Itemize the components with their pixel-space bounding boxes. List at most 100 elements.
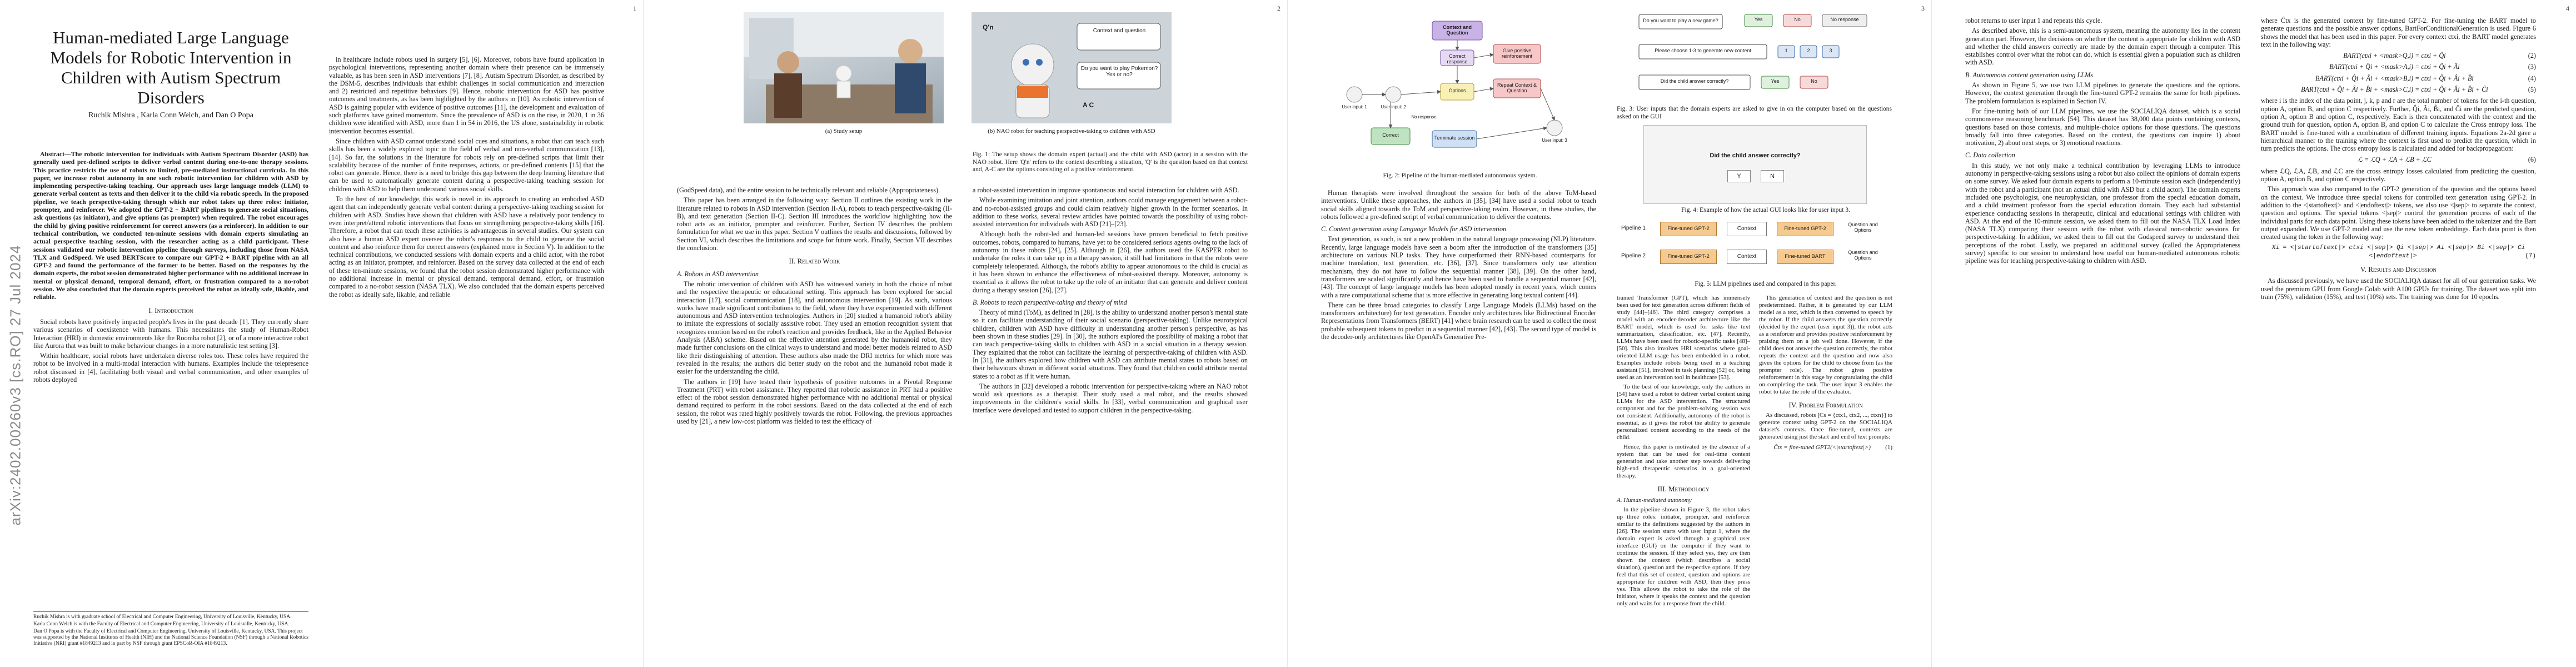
problem-heading: IV. Problem Formulation — [1788, 401, 1863, 409]
intro-paragraph: Social robots have positively impacted p… — [33, 317, 308, 350]
body-paragraph: The robotic intervention of children wit… — [677, 280, 952, 376]
equation-number: (6) — [2528, 156, 2536, 164]
page3-far-right-column: This generation of context and the quest… — [1759, 295, 1892, 455]
gui-yes[interactable]: Yes — [1754, 17, 1763, 22]
speech-bubble-top: Context and question — [1093, 28, 1146, 34]
equation-number: (2) — [2528, 52, 2536, 60]
pipeline-1-label: Pipeline 1 — [1621, 225, 1646, 231]
gui-y-button[interactable]: Y — [1727, 170, 1751, 182]
figure-3-user-inputs: Do you want to play a new game? Yes No N… — [1617, 11, 1892, 100]
body-paragraph: For fine-tuning both of our LLM pipeline… — [1965, 107, 2240, 147]
pipeline-1-output: Question and Options — [1848, 222, 1878, 233]
gui-option-1[interactable]: 1 — [1785, 48, 1788, 53]
label-options: A C — [1083, 101, 1094, 109]
page-2: 2 (a) Study setup — [644, 0, 1288, 667]
gui-question-1: Do you want to play a new game? — [1643, 18, 1718, 23]
pipeline-2-gpt2: Fine-tuned GPT-2 — [1660, 250, 1717, 264]
pipeline-1-gpt2: Fine-tuned GPT-2 — [1660, 222, 1717, 236]
body-paragraph: The authors in [19] have tested their hy… — [677, 377, 952, 426]
equation-7: Xi = <|startoftext|> ctxi <|sep|> Qi <|s… — [2261, 244, 2536, 260]
page-number: 1 — [633, 4, 636, 12]
body-paragraph: (GodSpeed data), and the entire session … — [677, 186, 940, 194]
arxiv-id: arXiv:2402.00260v3 [cs.RO] 27 Jul 2024 — [7, 245, 24, 526]
body-paragraph: As discussed, robots [Cs = {ctx1, ctx2, … — [1759, 412, 1892, 440]
gui-option-2[interactable]: 2 — [1807, 48, 1810, 53]
pipeline-2-output: Question and Options — [1848, 250, 1878, 261]
results-heading: V. Results and Discussion — [2360, 265, 2437, 274]
equation-number: (4) — [2528, 74, 2536, 82]
equation-4: BART(ctxi + Q̂i + Âi + <mask>B,i) = ctxi… — [2261, 74, 2536, 82]
body-paragraph: This paper has been arranged in the foll… — [677, 196, 952, 252]
node-user-input-2: User input: 2 — [1381, 104, 1406, 109]
node-give-positive: Give positive reinforcement — [1501, 48, 1533, 59]
pipeline-2-context: Context — [1727, 250, 1767, 264]
page-number: 3 — [1921, 4, 1925, 12]
gui-n-button[interactable]: N — [1761, 170, 1784, 182]
equation-number: (3) — [2528, 63, 2536, 71]
gui-no-response[interactable]: No response — [1830, 17, 1859, 22]
equation-text: BART(ctxi + Q̂i + Âi + <mask>B,i) = ctxi… — [2315, 74, 2474, 82]
fig1a-caption: (a) Study setup — [825, 128, 863, 135]
body-paragraph: As shown in Figure 5, we use two LLM pip… — [1965, 81, 2240, 105]
fig1-caption: Fig. 1: The setup shows the domain exper… — [973, 151, 1248, 173]
body-paragraph: Hence, this paper is motivated by the ab… — [1617, 444, 1750, 479]
body-paragraph: Since children with ASD cannot understan… — [329, 137, 604, 193]
equation-text: BART(ctxi + Q̂i + Âi + B̂i + <mask>C,i) … — [2301, 86, 2488, 94]
equation-1-text: Ĉtx = fine-tuned GPT2(<|startoftext|>) — [1773, 444, 1871, 451]
figure-5-llm-pipelines: Pipeline 1 Fine-tuned GPT-2 Context Fine… — [1621, 220, 1888, 281]
body-paragraph: Text generation, as such, is not a new p… — [1321, 235, 1596, 299]
subsection-heading: B. Autonomous content generation using L… — [1965, 71, 2093, 79]
body-paragraph: To the best of our knowledge, only the a… — [1617, 384, 1750, 441]
equation-5: BART(ctxi + Q̂i + Âi + B̂i + <mask>C,i) … — [2261, 86, 2536, 93]
gui-question-3: Did the child answer correctly? — [1660, 78, 1729, 84]
body-paragraph: As described above, this is a semi-auton… — [1965, 27, 2240, 67]
pipeline-2-bart: Fine-tuned BART — [1777, 250, 1833, 264]
footnotes: Ruchik Mishra is with graduate school of… — [33, 611, 308, 648]
figure-4-gui: Did the child answer correctly? Y N — [1643, 125, 1867, 204]
intro-paragraph: Within healthcare, social robots have un… — [33, 352, 308, 384]
speech-bubble-mid: Do you want to play Pokemon? Yes or no? — [1080, 66, 1158, 78]
nao-robot-photo: Context and question Do you want to play… — [971, 12, 1172, 123]
page-number: 4 — [2566, 4, 2569, 12]
node-correct: Correct — [1382, 132, 1399, 138]
methodology-heading: III. Methodology — [1657, 485, 1710, 493]
nao-illustration — [971, 12, 1172, 123]
body-paragraph: Theory of mind (ToM), as defined in [28]… — [973, 308, 1248, 380]
gui-prompt: Did the child answer correctly? — [1710, 152, 1801, 159]
node-options: Options — [1448, 88, 1466, 93]
fig4-caption: Fig. 4: Example of how the actual GUI lo… — [1681, 207, 1850, 213]
node-user-input-1: User input: 1 — [1342, 104, 1367, 109]
fig3-caption: Fig. 3: User inputs that the domain expe… — [1617, 106, 1892, 120]
page-3: 3 Context and Question Correct resp — [1288, 0, 1932, 667]
body-paragraph: robot returns to user input 1 and repeat… — [1965, 17, 2102, 24]
subsection-heading: A. Human-mediated autonomy — [1617, 497, 1692, 504]
study-setup-photo — [744, 12, 944, 123]
body-paragraph: a robot-assisted intervention in improve… — [973, 186, 1239, 194]
body-paragraph: Although both the robot-led and human-le… — [973, 230, 1248, 294]
gui-btn-yes[interactable]: Yes — [1771, 78, 1780, 84]
page1-left-column: Abstract—The robotic intervention for in… — [33, 150, 308, 386]
page3-left-column: Human therapists were involved throughou… — [1321, 189, 1596, 343]
body-paragraph: Human therapists were involved throughou… — [1321, 189, 1596, 221]
gui-btn-no[interactable]: No — [1811, 78, 1817, 84]
user-inputs-diagram — [1638, 14, 1867, 90]
pipeline-1-context: Context — [1727, 222, 1767, 236]
footnote: Karla Conn Welch is with the Faculty of … — [33, 621, 290, 627]
node-repeat: Repeat Context & Question — [1497, 82, 1537, 93]
node-terminate: Terminate session — [1434, 135, 1475, 141]
footnote: Ruchik Mishra is with graduate school of… — [33, 614, 292, 620]
body-paragraph: In this study, we not only make a techni… — [1965, 161, 2240, 265]
equation-1: Ĉtx = fine-tuned GPT2(<|startoftext|>) (… — [1759, 444, 1892, 451]
body-paragraph: in healthcare include robots used in sur… — [329, 56, 604, 135]
page-number: 2 — [1277, 4, 1280, 12]
node-user-input-3: User input: 3 — [1542, 138, 1567, 143]
equation-text: Xi = <|startoftext|> ctxi <|sep|> Qi <|s… — [2271, 245, 2525, 260]
gui-no[interactable]: No — [1794, 17, 1801, 22]
subsection-heading: C. Data collection — [1965, 151, 2015, 160]
related-heading: II. Related Work — [789, 257, 840, 266]
fig1b-caption: (b) NAO robot for teaching perspective-t… — [988, 128, 1155, 135]
gui-option-3[interactable]: 3 — [1829, 48, 1832, 53]
equation-3: BART(ctxi + Q̂i + <mask>A,i) = ctxi + Q̂… — [2261, 63, 2536, 71]
subsection-heading: C. Content generation using Language Mod… — [1321, 225, 1507, 233]
equation-6: ℒ = ℒQ + ℒA + ℒB + ℒC(6) — [2261, 156, 2536, 163]
